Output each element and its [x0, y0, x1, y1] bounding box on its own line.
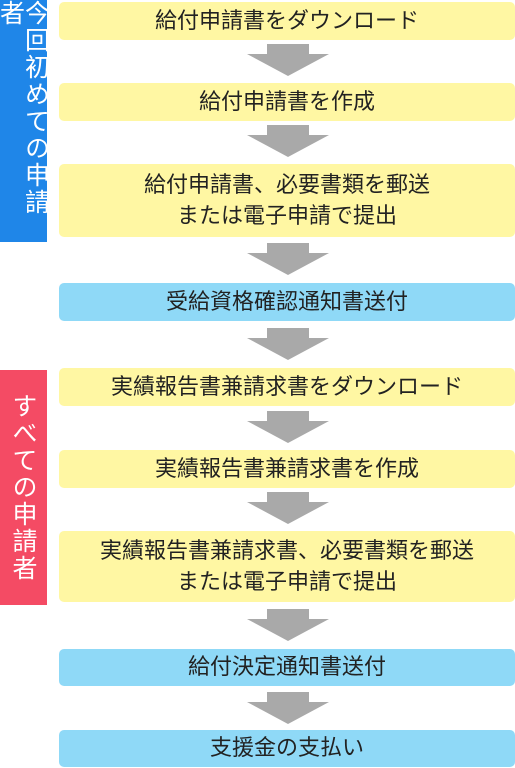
step-create-application: 給付申請書を作成	[59, 83, 515, 121]
arrow-down-icon	[247, 411, 329, 443]
first-time-applicant-label: 今回初めての申請者	[0, 0, 51, 242]
step-download-application: 給付申請書をダウンロード	[59, 2, 515, 40]
step-create-report-text: 実績報告書兼請求書を作成	[154, 456, 419, 482]
step-submit-report: 実績報告書兼請求書、必要書類を郵送 または電子申請で提出	[59, 531, 515, 602]
arrow-down-icon	[247, 328, 329, 360]
step-submit-report-line-1: 実績報告書兼請求書、必要書類を郵送	[99, 538, 474, 564]
step-payment-decision-notice-sent-text: 給付決定通知書送付	[187, 655, 386, 680]
step-submit-report-line-2: または電子申請で提出	[176, 569, 397, 595]
step-support-payment-text: 支援金の支払い	[209, 736, 364, 761]
step-eligibility-notice-sent: 受給資格確認通知書送付	[59, 283, 515, 321]
step-payment-decision-notice-sent: 給付決定通知書送付	[59, 649, 515, 686]
arrow-down-icon	[247, 692, 329, 724]
step-eligibility-notice-sent-text: 受給資格確認通知書送付	[165, 289, 408, 315]
step-create-application-text: 給付申請書を作成	[198, 89, 375, 115]
step-submit-application-line-1: 給付申請書、必要書類を郵送	[143, 172, 430, 198]
step-support-payment: 支援金の支払い	[59, 730, 515, 767]
arrow-down-icon	[247, 492, 329, 524]
step-create-report: 実績報告書兼請求書を作成	[59, 450, 515, 488]
step-download-application-text: 給付申請書をダウンロード	[154, 8, 419, 34]
step-submit-application: 給付申請書、必要書類を郵送 または電子申請で提出	[59, 164, 515, 237]
step-submit-application-line-2: または電子申請で提出	[176, 203, 397, 229]
arrow-down-icon	[247, 125, 329, 157]
first-time-applicant-label-text: 今回初めての申請者	[0, 0, 51, 216]
arrow-down-icon	[247, 44, 329, 76]
step-download-report-text: 実績報告書兼請求書をダウンロード	[110, 374, 463, 400]
arrow-down-icon	[247, 243, 329, 275]
step-download-report: 実績報告書兼請求書をダウンロード	[59, 368, 515, 406]
all-applicants-label: すべての申請者	[0, 370, 47, 605]
all-applicants-label-text: すべての申請者	[9, 393, 38, 582]
arrow-down-icon	[247, 609, 329, 641]
